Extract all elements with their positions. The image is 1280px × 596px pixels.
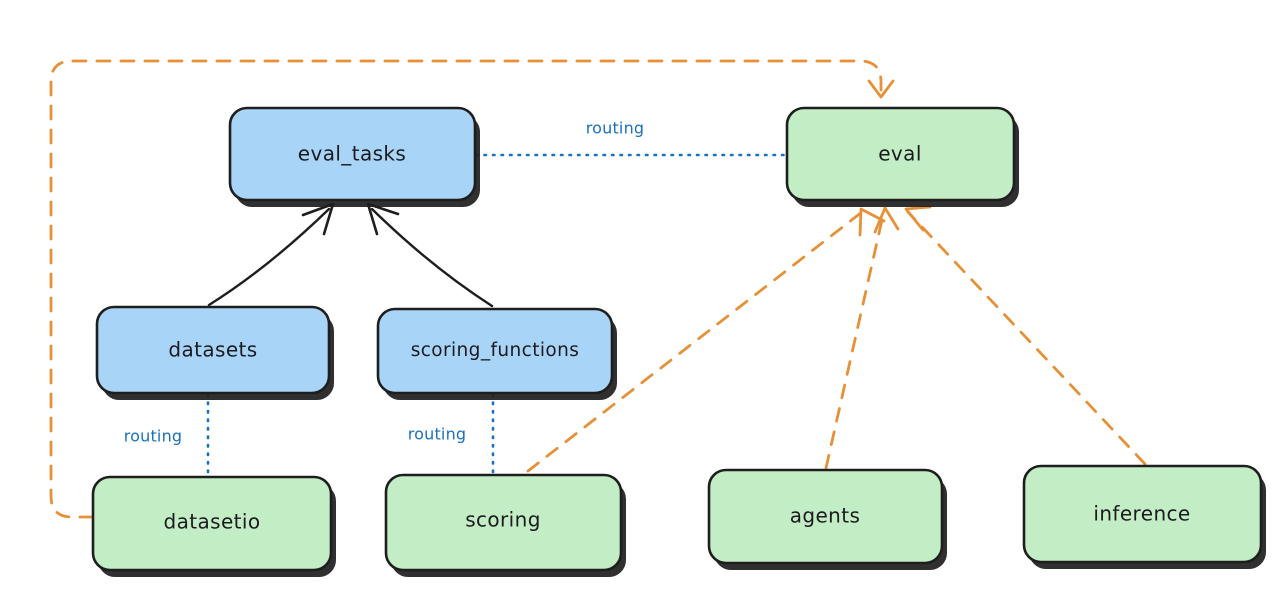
node-agents[interactable]: agents xyxy=(707,468,947,570)
node-datasetio-box xyxy=(91,475,333,572)
node-inference[interactable]: inference xyxy=(1022,464,1266,569)
edge-inference-eval[interactable] xyxy=(904,205,1147,466)
edge-datasetio-eval[interactable] xyxy=(49,59,895,519)
node-datasets-label: datasets xyxy=(168,338,257,362)
node-scoring_functions[interactable]: scoring_functions xyxy=(376,307,617,400)
node-eval_tasks-box xyxy=(228,106,477,202)
node-agents-box xyxy=(707,468,944,565)
edge-scoring_functions-eval_tasks[interactable] xyxy=(366,202,494,308)
edge-group-routing xyxy=(206,153,788,480)
node-datasets[interactable]: datasets xyxy=(95,305,334,400)
edge-scoring-eval[interactable] xyxy=(526,207,886,473)
edge-label-routing-datasetio: routing xyxy=(124,427,183,446)
node-agents-label: agents xyxy=(790,504,861,528)
edge-label-routing-eval: routing xyxy=(586,119,645,138)
node-eval-label: eval xyxy=(878,142,922,166)
node-eval_tasks[interactable]: eval_tasks xyxy=(228,106,480,207)
node-inference-box xyxy=(1022,464,1263,564)
node-eval[interactable]: eval xyxy=(785,106,1019,207)
node-eval-box xyxy=(785,106,1016,202)
edge-label-group: routing routing routing xyxy=(124,119,645,446)
node-scoring[interactable]: scoring xyxy=(384,473,626,577)
node-eval_tasks-label: eval_tasks xyxy=(298,142,406,166)
node-scoring-box xyxy=(384,473,623,572)
edge-group-solid xyxy=(207,202,494,308)
node-datasetio-label: datasetio xyxy=(163,510,260,534)
node-scoring_functions-box xyxy=(376,307,614,395)
node-datasets-box xyxy=(95,305,331,395)
node-scoring_functions-label: scoring_functions xyxy=(411,340,580,361)
edge-group-dependencies xyxy=(49,59,1147,519)
edge-datasets-eval_tasks[interactable] xyxy=(207,202,335,307)
edge-label-routing-scoring: routing xyxy=(408,425,467,444)
node-datasetio[interactable]: datasetio xyxy=(91,475,336,577)
node-scoring-label: scoring xyxy=(465,508,541,532)
node-inference-label: inference xyxy=(1093,502,1190,526)
edge-agents-eval[interactable] xyxy=(824,206,900,470)
